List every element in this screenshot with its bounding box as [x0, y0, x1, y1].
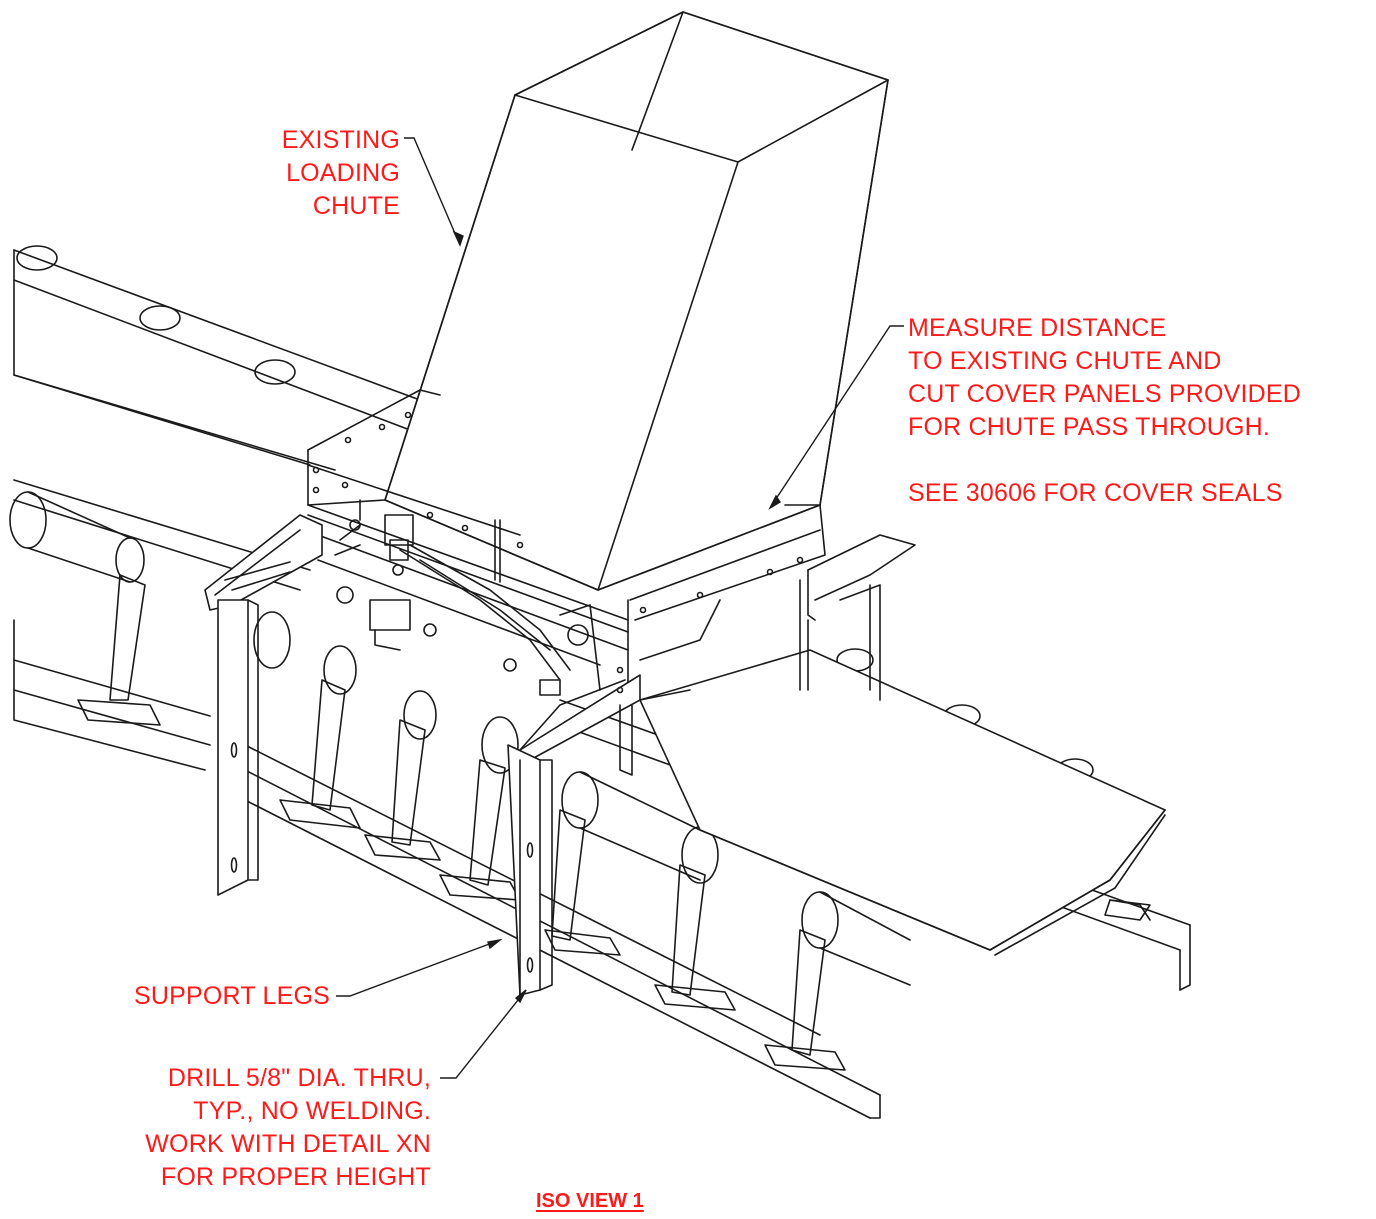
callout-line: FOR CHUTE PASS THROUGH.: [908, 413, 1271, 441]
callout-line: EXISTING: [281, 126, 400, 154]
callout-line: TO EXISTING CHUTE AND: [908, 347, 1222, 375]
view-title: ISO VIEW 1: [536, 1190, 644, 1212]
leader-lines: [336, 137, 904, 1079]
leader-support-legs: [336, 939, 501, 997]
callout-line: CUT COVER PANELS PROVIDED: [908, 380, 1302, 408]
existing-chute-callout: EXISTING LOADING CHUTE: [282, 124, 400, 223]
callout-spacer: [908, 444, 1301, 477]
conveyor-belt: [639, 649, 1166, 956]
callout-line: LOADING: [286, 159, 400, 187]
loading-chute: [384, 11, 889, 701]
callout-line: CHUTE: [312, 192, 400, 220]
leader-drill-note: [440, 989, 527, 1079]
drill-note-callout: DRILL 5/8" DIA. THRU, TYP., NO WELDING. …: [145, 1062, 431, 1194]
callout-line: DRILL 5/8" DIA. THRU,: [167, 1064, 431, 1092]
leader-measure-distance: [769, 325, 904, 509]
callout-line: TYP., NO WELDING.: [193, 1097, 431, 1125]
support-legs-callout: SUPPORT LEGS: [134, 980, 330, 1013]
leader-existing-chute: [404, 137, 461, 246]
support-legs: [217, 599, 633, 996]
skirt-cover-assembly: [204, 389, 916, 761]
callout-line: MEASURE DISTANCE: [908, 314, 1167, 342]
callout-line: SUPPORT LEGS: [134, 982, 330, 1010]
measure-distance-callout: MEASURE DISTANCE TO EXISTING CHUTE AND C…: [908, 312, 1301, 510]
cover-seals-note: SEE 30606 FOR COVER SEALS: [908, 479, 1283, 507]
callout-line: WORK WITH DETAIL XN: [145, 1130, 431, 1158]
callout-line: FOR PROPER HEIGHT: [160, 1163, 431, 1191]
